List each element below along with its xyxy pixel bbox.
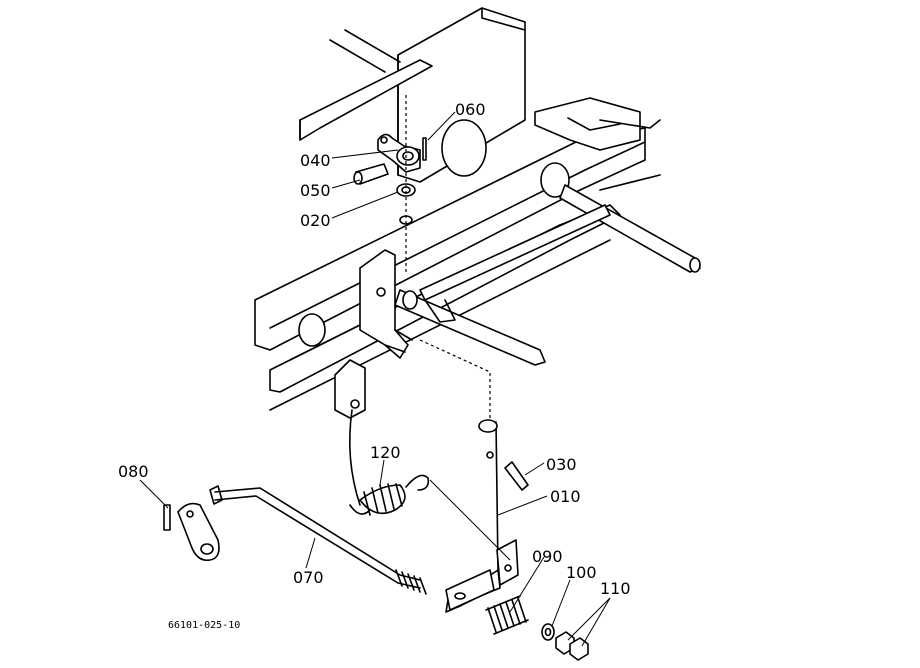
leader-lines xyxy=(139,111,611,647)
part-070-rod xyxy=(177,485,427,595)
chassis-frame xyxy=(254,7,701,419)
part-060-pin xyxy=(422,137,427,161)
label-010: 010 xyxy=(550,487,581,506)
part-100-washer xyxy=(541,623,555,641)
label-090: 090 xyxy=(532,547,563,566)
label-110: 110 xyxy=(600,579,631,598)
part-050-pin xyxy=(353,163,389,185)
part-010-lever xyxy=(445,419,519,613)
drawing-reference-number: 66101-025-10 xyxy=(168,620,240,631)
label-030: 030 xyxy=(546,455,577,474)
label-100: 100 xyxy=(566,563,597,582)
label-080: 080 xyxy=(118,462,149,481)
label-120: 120 xyxy=(370,443,401,462)
part-020-bushing xyxy=(396,183,416,225)
assembly-guide-line xyxy=(419,339,491,425)
label-020: 020 xyxy=(300,211,331,230)
label-040: 040 xyxy=(300,151,331,170)
part-110-nuts xyxy=(555,631,589,661)
part-080-pin xyxy=(163,504,171,531)
part-040-collar xyxy=(377,133,421,173)
label-070: 070 xyxy=(293,568,324,587)
part-030-pin xyxy=(504,461,529,491)
label-060: 060 xyxy=(455,100,486,119)
label-050: 050 xyxy=(300,181,331,200)
part-090-spring xyxy=(485,595,529,635)
part-120-spring xyxy=(348,409,511,561)
